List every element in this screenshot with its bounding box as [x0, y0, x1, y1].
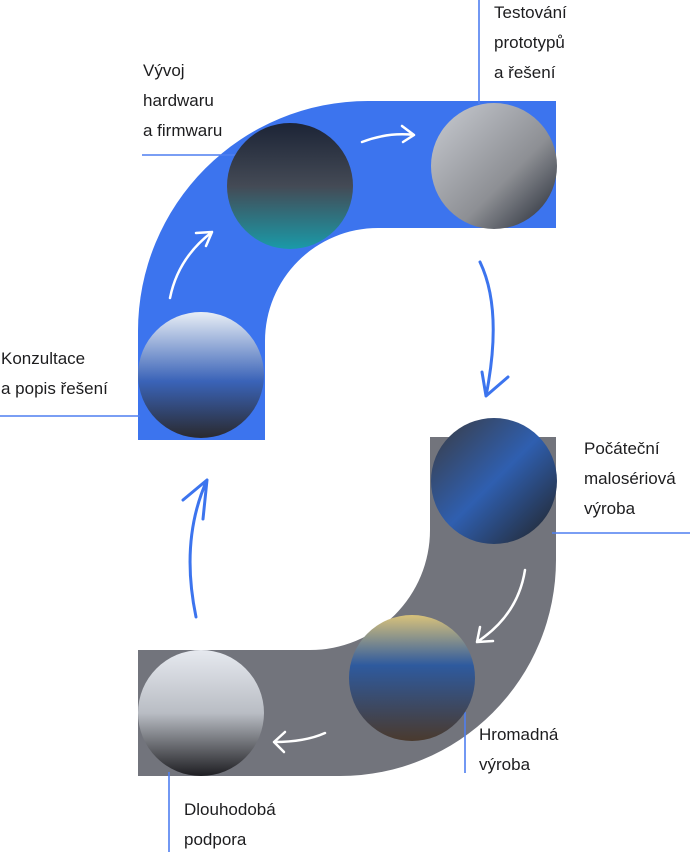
arrow-icon	[478, 260, 510, 398]
photo-consultation	[138, 312, 264, 438]
photo-support	[138, 650, 264, 776]
photo-mass-production	[349, 615, 475, 741]
step-label-prototype-testing: Testování prototypů a řešení	[494, 3, 567, 82]
step-label-small-series: Počáteční malosériová výroba	[584, 439, 676, 518]
arrow-icon	[181, 478, 209, 619]
arrow-icon	[272, 730, 327, 754]
arrow-icon	[168, 230, 214, 300]
photo-small-series	[431, 418, 557, 544]
photo-prototype-testing	[431, 103, 557, 229]
arrow-icon	[360, 124, 416, 144]
step-label-support: Dlouhodobá podpora	[184, 800, 276, 849]
step-label-mass-production: Hromadná výroba	[479, 725, 559, 774]
step-label-hw-development: Vývoj hardwaru a firmwaru	[143, 61, 223, 140]
step-label-consultation: Konzultace a popis řešení	[1, 349, 108, 398]
photo-hw-development	[227, 123, 353, 249]
arrow-icon	[475, 568, 527, 644]
